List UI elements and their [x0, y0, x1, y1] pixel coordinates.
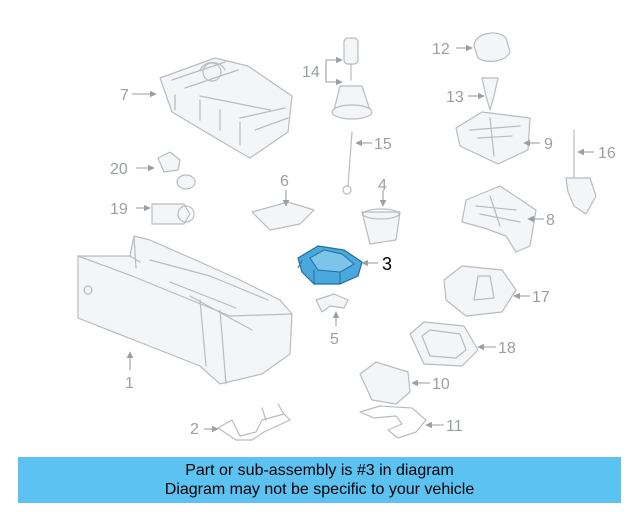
part-5-clip [315, 293, 349, 313]
callout-13: 13 [446, 89, 464, 106]
part-20-connector [157, 151, 196, 190]
part-11-bracket [359, 405, 427, 439]
part-1-console [77, 235, 293, 385]
info-banner: Part or sub-assembly is #3 in diagram Di… [18, 457, 621, 503]
part-2-bracket [217, 403, 291, 441]
callout-7: 7 [120, 87, 129, 104]
part-16-bracket [565, 129, 597, 215]
callout-9: 9 [544, 136, 553, 153]
callout-17: 17 [532, 289, 550, 306]
part-14-shift-lever [331, 37, 373, 120]
callout-6: 6 [280, 173, 289, 190]
banner-line-1: Part or sub-assembly is #3 in diagram [185, 462, 454, 479]
part-12-shift-knob [473, 32, 511, 62]
part-19-lighter [151, 203, 195, 225]
part-10-bezel [359, 361, 411, 405]
part-8-mechanism [461, 185, 537, 253]
part-3-ashtray-insert [297, 245, 363, 285]
leader-lines [126, 44, 594, 433]
callout-8: 8 [546, 212, 555, 229]
callout-labels: 7 14 12 13 9 15 16 20 19 6 4 8 3 5 17 18… [110, 41, 616, 438]
banner-line-2: Diagram may not be specific to your vehi… [164, 481, 475, 498]
part-18-trim-ring [409, 321, 479, 367]
callout-10: 10 [432, 376, 450, 393]
callout-14: 14 [302, 64, 320, 81]
part-9-indicator-plate [455, 111, 531, 165]
callout-11: 11 [446, 418, 463, 435]
callout-20: 20 [110, 161, 128, 178]
callout-12: 12 [432, 41, 450, 58]
part-6-pad [251, 201, 315, 231]
part-13-boot [481, 77, 499, 111]
part-15-rod [342, 131, 353, 195]
callout-18: 18 [498, 340, 516, 357]
callout-16: 16 [598, 145, 616, 162]
callout-19: 19 [110, 201, 128, 218]
part-4-cup [361, 208, 401, 245]
parts-diagram: 7 14 12 13 9 15 16 20 19 6 4 8 3 5 17 18… [77, 32, 616, 441]
callout-3: 3 [382, 254, 392, 274]
callout-5: 5 [330, 331, 339, 348]
callout-4: 4 [378, 177, 387, 194]
part-7-housing [159, 57, 293, 159]
callout-1: 1 [125, 375, 134, 392]
callout-2: 2 [190, 421, 199, 438]
callout-15: 15 [374, 136, 392, 153]
part-17-boot-frame [443, 265, 517, 317]
